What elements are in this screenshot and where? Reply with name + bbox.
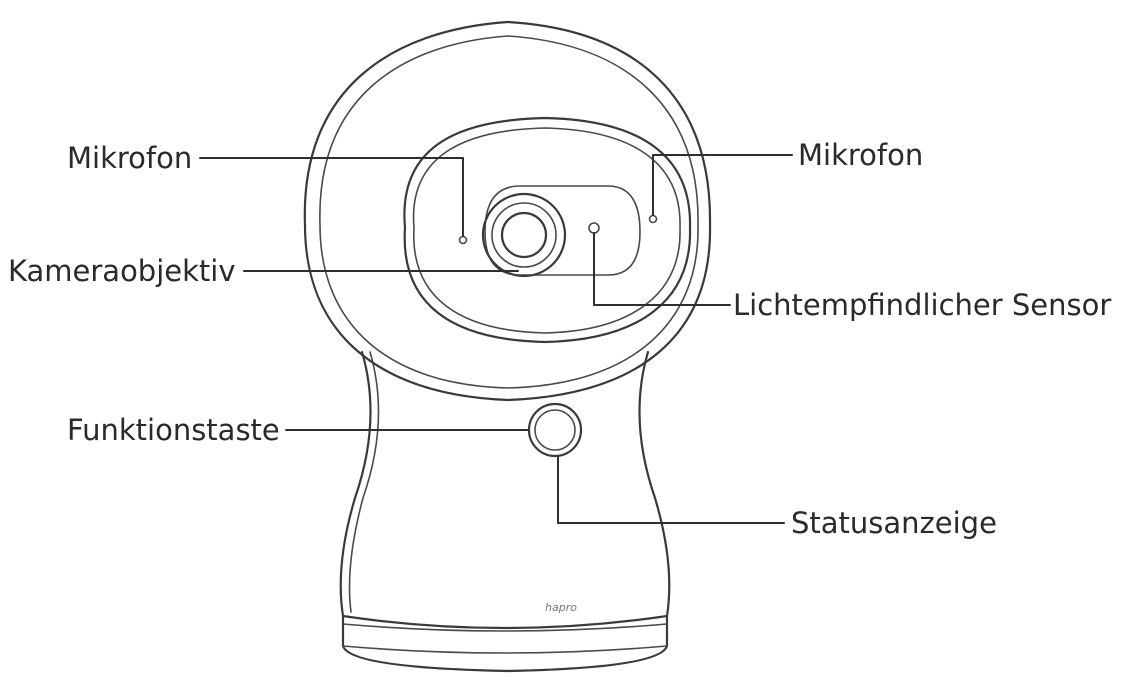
leader-lines bbox=[199, 154, 793, 524]
brand-logo: hapro bbox=[545, 601, 577, 614]
face-plate bbox=[403, 116, 692, 344]
label-camera-lens: Kameraobjektiv bbox=[8, 254, 236, 288]
camera-body: hapro bbox=[339, 350, 671, 630]
label-microphone-right: Mikrofon bbox=[798, 138, 923, 172]
leader-light-sensor bbox=[593, 232, 731, 306]
camera-head bbox=[303, 20, 712, 402]
labels: Mikrofon Mikrofon Kameraobjektiv Lichtem… bbox=[8, 138, 1111, 540]
label-microphone-left: Mikrofon bbox=[67, 141, 192, 175]
lens-bar bbox=[484, 185, 641, 276]
microphone-right bbox=[648, 214, 658, 224]
label-status-indicator: Statusanzeige bbox=[791, 506, 997, 540]
function-key bbox=[527, 402, 583, 458]
leader-mic-left bbox=[199, 157, 464, 237]
leader-mic-right bbox=[652, 154, 793, 216]
microphone-left bbox=[458, 235, 468, 245]
label-light-sensor: Lichtempfindlicher Sensor bbox=[733, 288, 1111, 322]
light-sensor bbox=[588, 222, 600, 234]
label-function-key: Funktionstaste bbox=[67, 413, 280, 447]
leader-status-indicator bbox=[557, 455, 785, 524]
camera-lens bbox=[481, 192, 567, 278]
camera-base bbox=[341, 614, 669, 673]
